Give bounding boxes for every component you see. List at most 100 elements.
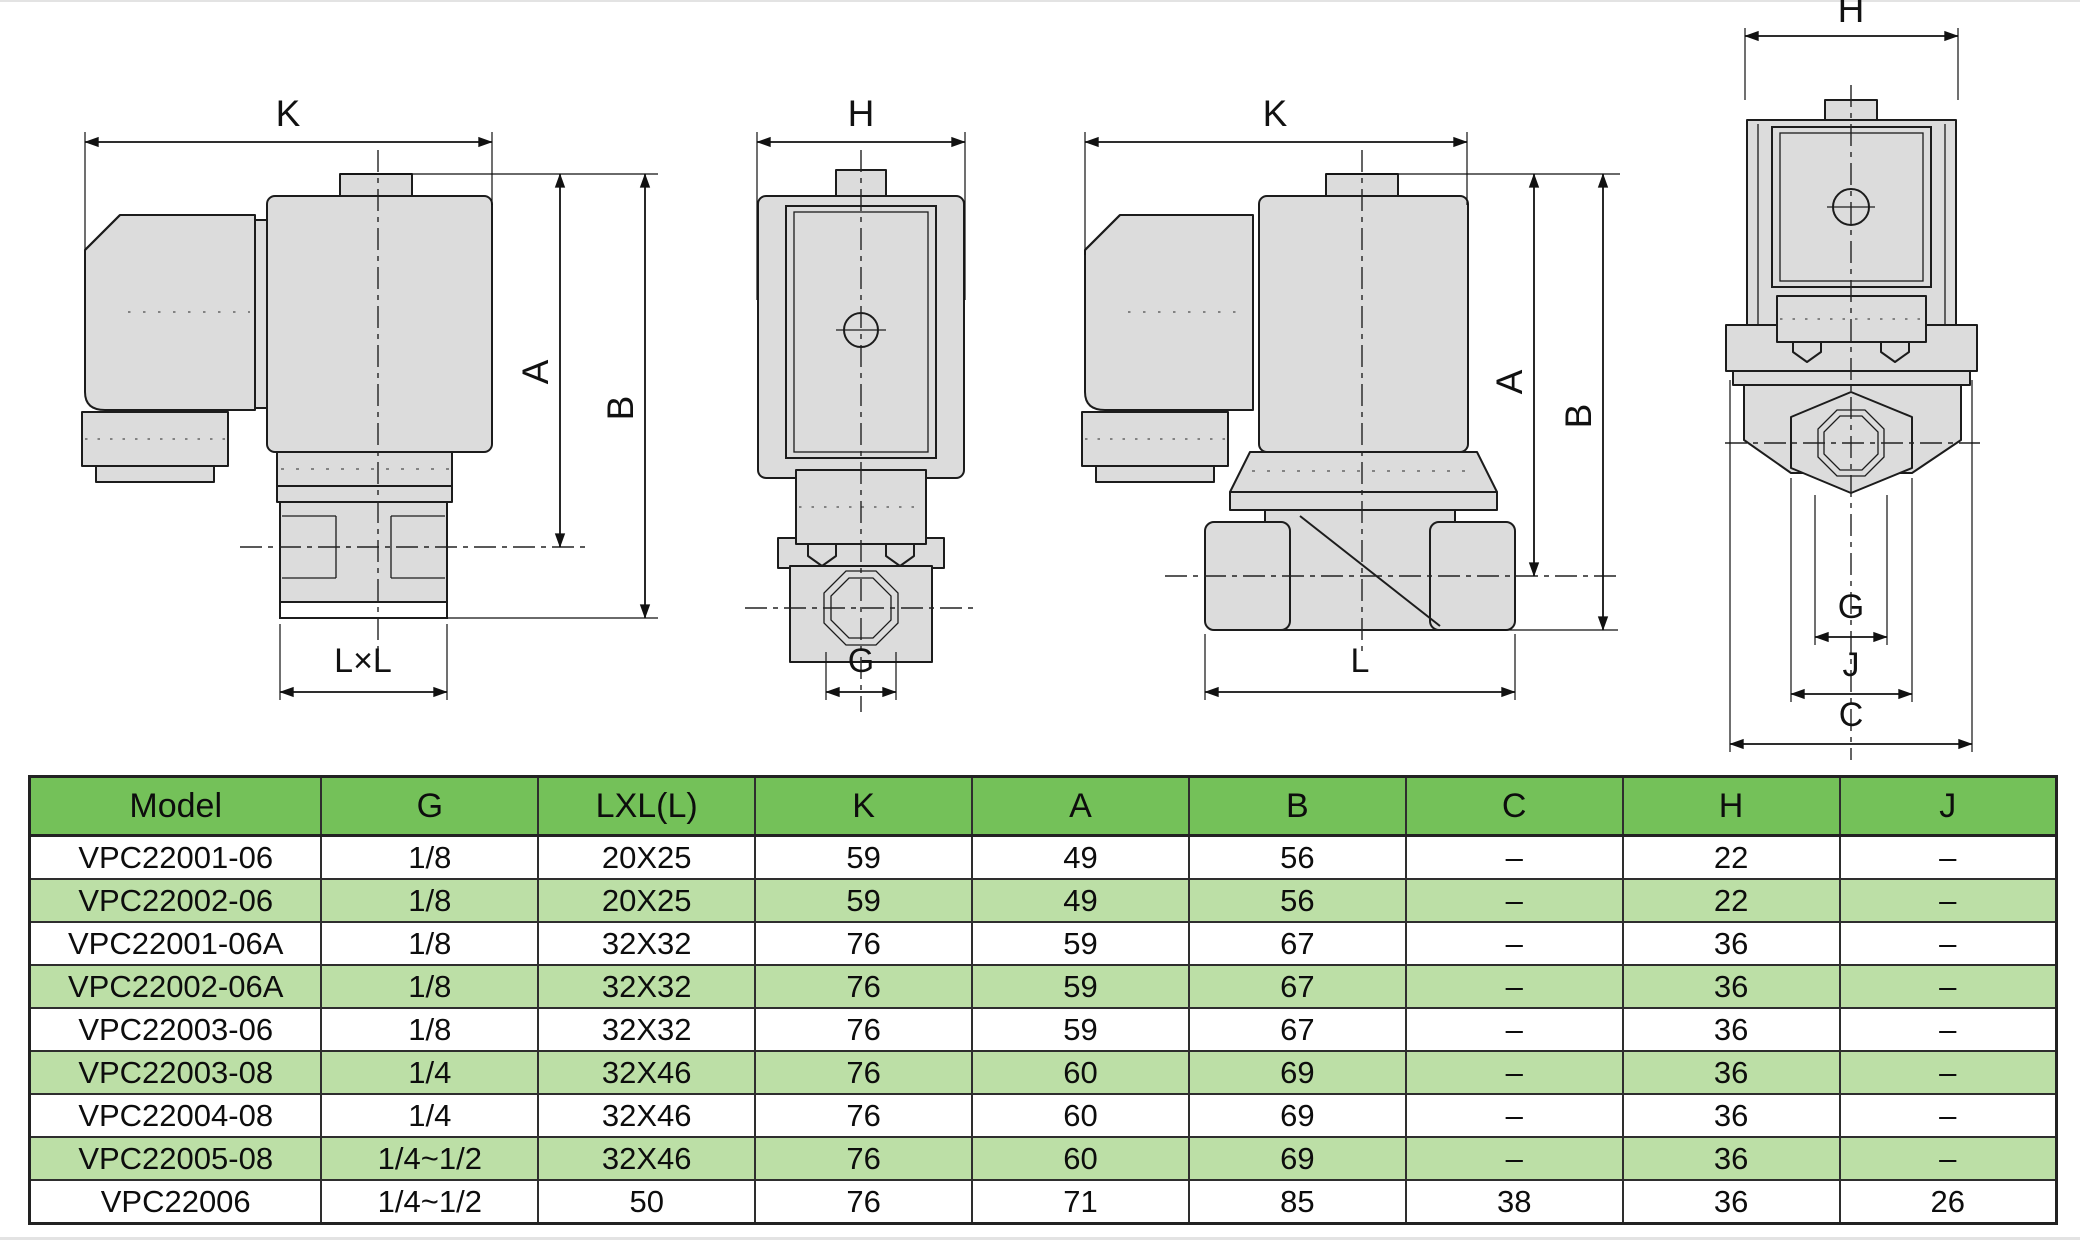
table-cell: 56 bbox=[1187, 834, 1407, 880]
table-cell: – bbox=[1838, 878, 2058, 923]
column-header-2: LXL(L) bbox=[537, 775, 757, 837]
table-cell: – bbox=[1404, 834, 1624, 880]
table-cell: 32X32 bbox=[537, 921, 757, 966]
table-cell: – bbox=[1404, 1136, 1624, 1181]
table-cell: 22 bbox=[1621, 878, 1841, 923]
dim-label-b: B bbox=[600, 396, 641, 421]
drawing-view4-front-large-valve: H G J C bbox=[1725, 0, 1980, 760]
column-header-6: C bbox=[1404, 775, 1624, 837]
table-cell: 1/4 bbox=[320, 1050, 540, 1095]
table-cell: 32X46 bbox=[537, 1136, 757, 1181]
table-cell: 1/8 bbox=[320, 1007, 540, 1052]
dim-label-k: K bbox=[1263, 93, 1288, 134]
table-cell: 69 bbox=[1187, 1093, 1407, 1138]
dim-label-h: H bbox=[848, 93, 875, 134]
table-cell: – bbox=[1404, 1007, 1624, 1052]
table-cell: 76 bbox=[754, 1179, 974, 1225]
table-cell: – bbox=[1404, 878, 1624, 923]
table-cell: 32X32 bbox=[537, 1007, 757, 1052]
table-cell: 36 bbox=[1621, 921, 1841, 966]
table-cell: VPC22004-08 bbox=[28, 1093, 323, 1138]
table-cell: 36 bbox=[1621, 1179, 1841, 1225]
table-cell: 1/8 bbox=[320, 834, 540, 880]
table-cell: 59 bbox=[971, 1007, 1190, 1052]
dim-label-lxl: L×L bbox=[334, 642, 392, 680]
dim-label-b: B bbox=[1558, 404, 1599, 429]
table-cell: 26 bbox=[1838, 1179, 2058, 1225]
table-cell: 60 bbox=[971, 1136, 1190, 1181]
table-cell: 49 bbox=[971, 878, 1190, 923]
table-cell: 85 bbox=[1187, 1179, 1407, 1225]
table-cell: 69 bbox=[1187, 1136, 1407, 1181]
table-cell: 67 bbox=[1187, 964, 1407, 1009]
table-cell: 59 bbox=[754, 834, 974, 880]
table-cell: – bbox=[1838, 964, 2058, 1009]
table-cell: – bbox=[1404, 1093, 1624, 1138]
drawing-view2-front-small-valve: H G bbox=[745, 93, 978, 712]
dim-label-j: J bbox=[1843, 646, 1860, 684]
table-cell: – bbox=[1404, 1050, 1624, 1095]
column-header-7: H bbox=[1621, 775, 1841, 837]
table-cell: 76 bbox=[754, 1007, 974, 1052]
top-edge-artifact bbox=[0, 0, 2080, 2]
column-header-0: Model bbox=[28, 775, 323, 837]
table-cell: VPC22003-08 bbox=[28, 1050, 323, 1095]
table-cell: 36 bbox=[1621, 1050, 1841, 1095]
table-cell: 1/4~1/2 bbox=[320, 1179, 540, 1225]
column-header-8: J bbox=[1838, 775, 2058, 837]
table-cell: 76 bbox=[754, 921, 974, 966]
table-cell: 76 bbox=[754, 1136, 974, 1181]
table-cell: VPC22005-08 bbox=[28, 1136, 323, 1181]
table-cell: 1/8 bbox=[320, 964, 540, 1009]
column-header-4: A bbox=[971, 775, 1190, 837]
dim-label-l: L bbox=[1351, 642, 1370, 680]
column-header-3: K bbox=[754, 775, 974, 837]
table-cell: VPC22002-06 bbox=[28, 878, 323, 923]
drawing-view3-side-large-valve: K A B L bbox=[1081, 93, 1620, 700]
drawing-view1-side-small-valve: K A B L×L bbox=[81, 93, 658, 700]
dim-label-g: G bbox=[1838, 588, 1864, 626]
table-cell: – bbox=[1838, 834, 2058, 880]
technical-drawings: K A B L×L bbox=[81, 0, 1980, 760]
table-cell: 38 bbox=[1404, 1179, 1624, 1225]
table-cell: 67 bbox=[1187, 921, 1407, 966]
column-header-1: G bbox=[320, 775, 540, 837]
table-cell: 20X25 bbox=[537, 878, 757, 923]
table-cell: 76 bbox=[754, 1050, 974, 1095]
table-cell: – bbox=[1838, 1007, 2058, 1052]
table-cell: 60 bbox=[971, 1093, 1190, 1138]
dim-label-h: H bbox=[1838, 0, 1865, 30]
table-cell: – bbox=[1838, 921, 2058, 966]
dim-label-a: A bbox=[515, 359, 556, 384]
table-cell: 59 bbox=[971, 964, 1190, 1009]
table-cell: 59 bbox=[754, 878, 974, 923]
table-cell: 36 bbox=[1621, 1007, 1841, 1052]
table-cell: 69 bbox=[1187, 1050, 1407, 1095]
table-cell: VPC22001-06 bbox=[28, 834, 323, 880]
column-header-5: B bbox=[1187, 775, 1407, 837]
table-cell: 56 bbox=[1187, 878, 1407, 923]
table-cell: – bbox=[1838, 1136, 2058, 1181]
table-cell: VPC22001-06A bbox=[28, 921, 323, 966]
table-cell: 32X46 bbox=[537, 1093, 757, 1138]
table-cell: 1/4 bbox=[320, 1093, 540, 1138]
table-cell: 1/4~1/2 bbox=[320, 1136, 540, 1181]
table-cell: 76 bbox=[754, 1093, 974, 1138]
table-cell: VPC22002-06A bbox=[28, 964, 323, 1009]
table-cell: 20X25 bbox=[537, 834, 757, 880]
table-cell: 36 bbox=[1621, 964, 1841, 1009]
table-cell: 76 bbox=[754, 964, 974, 1009]
table-cell: 67 bbox=[1187, 1007, 1407, 1052]
dim-label-c: C bbox=[1839, 696, 1864, 734]
